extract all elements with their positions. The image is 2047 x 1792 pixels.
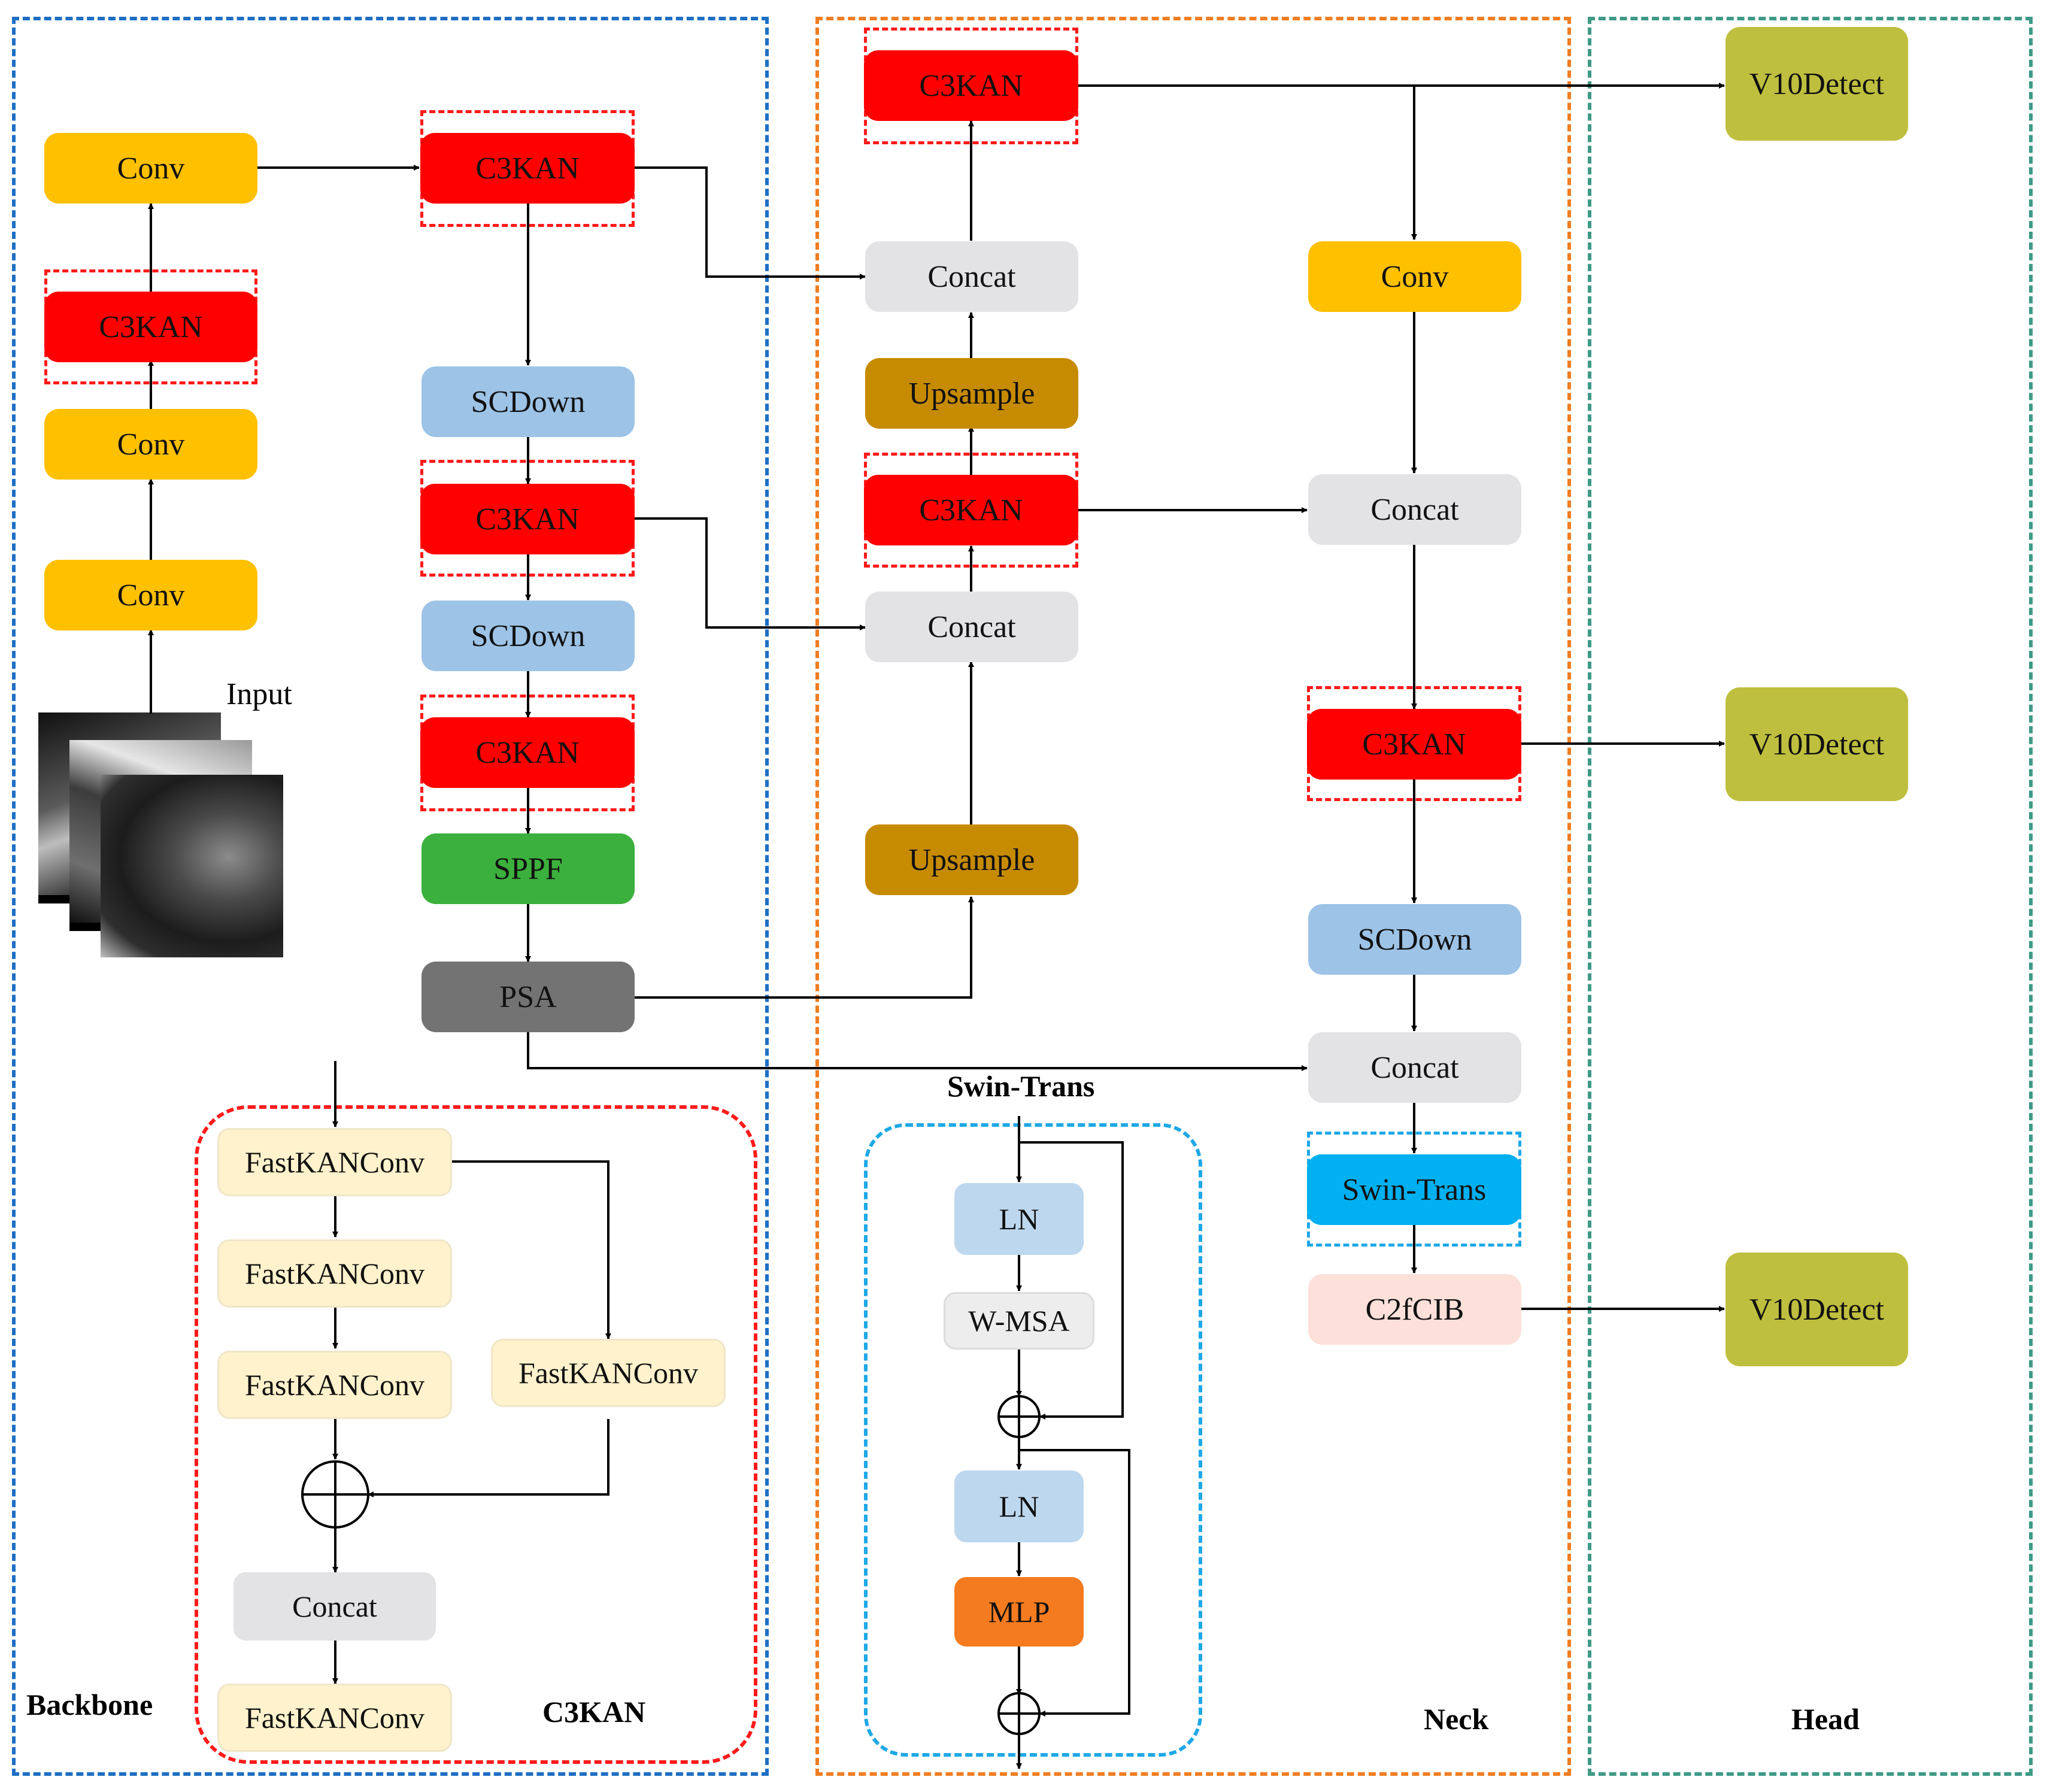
head-label: Head bbox=[1791, 1702, 1860, 1736]
backbone-psa[interactable]: PSA bbox=[421, 962, 635, 1032]
swin-ln-2[interactable]: LN bbox=[954, 1470, 1084, 1542]
neck-concat-mid[interactable]: Concat bbox=[865, 592, 1078, 662]
c3kan-fastkanconv-3[interactable]: FastKANConv bbox=[217, 1351, 452, 1419]
head-v10detect-3[interactable]: V10Detect bbox=[1725, 1253, 1908, 1366]
backbone-c3kan-1[interactable]: C3KAN bbox=[44, 292, 257, 362]
neck-upsample-top[interactable]: Upsample bbox=[865, 358, 1078, 429]
swin-mlp[interactable]: MLP bbox=[954, 1577, 1084, 1647]
input-image-stack bbox=[38, 712, 290, 959]
neck-c3kan-top[interactable]: C3KAN bbox=[864, 50, 1078, 121]
neck-region bbox=[815, 17, 1571, 1776]
backbone-label: Backbone bbox=[26, 1688, 153, 1721]
backbone-scdown-2[interactable]: SCDown bbox=[421, 601, 635, 671]
backbone-region bbox=[12, 17, 769, 1776]
backbone-c3kan-3[interactable]: C3KAN bbox=[420, 484, 635, 554]
backbone-c3kan-4[interactable]: C3KAN bbox=[420, 717, 635, 788]
neck-concat-low[interactable]: Concat bbox=[1308, 1032, 1521, 1103]
c3kan-block-label: C3KAN bbox=[542, 1695, 646, 1729]
neck-conv-right[interactable]: Conv bbox=[1308, 241, 1521, 312]
sum-node-cross bbox=[999, 1396, 1039, 1437]
neck-concat-right[interactable]: Concat bbox=[1308, 474, 1521, 545]
neck-scdown-right[interactable]: SCDown bbox=[1308, 904, 1521, 975]
neck-c3kan-mid[interactable]: C3KAN bbox=[864, 475, 1078, 545]
edge bbox=[451, 1160, 611, 1339]
sum-node-cross bbox=[302, 1462, 368, 1527]
backbone-scdown-1[interactable]: SCDown bbox=[421, 366, 635, 437]
input-label: Input bbox=[226, 677, 292, 711]
edge bbox=[635, 517, 866, 630]
swin-block-frame bbox=[864, 1123, 1202, 1757]
c3kan-concat[interactable]: Concat bbox=[233, 1572, 436, 1641]
backbone-conv-2[interactable]: Conv bbox=[44, 409, 257, 480]
neck-c3kan-right[interactable]: C3KAN bbox=[1307, 709, 1521, 780]
backbone-conv-3[interactable]: Conv bbox=[44, 133, 257, 204]
neck-swin-trans[interactable]: Swin-Trans bbox=[1307, 1154, 1521, 1225]
c3kan-fastkanconv-out[interactable]: FastKANConv bbox=[217, 1684, 452, 1752]
swin-w-msa[interactable]: W-MSA bbox=[944, 1292, 1094, 1350]
backbone-sppf[interactable]: SPPF bbox=[421, 833, 635, 904]
head-v10detect-2[interactable]: V10Detect bbox=[1725, 687, 1908, 801]
sum-node-cross bbox=[999, 1693, 1039, 1734]
edge bbox=[635, 896, 974, 999]
c3kan-block-frame bbox=[195, 1105, 757, 1764]
edge bbox=[368, 1419, 609, 1497]
backbone-conv-1[interactable]: Conv bbox=[44, 560, 257, 630]
edge bbox=[1019, 1449, 1130, 1717]
neck-label: Neck bbox=[1424, 1702, 1489, 1736]
c3kan-fastkanconv-side[interactable]: FastKANConv bbox=[491, 1339, 726, 1407]
head-region bbox=[1588, 17, 2033, 1776]
edge bbox=[1019, 1141, 1124, 1420]
head-v10detect-1[interactable]: V10Detect bbox=[1725, 27, 1908, 141]
edge bbox=[527, 1032, 1308, 1071]
neck-concat-top[interactable]: Concat bbox=[865, 241, 1078, 312]
backbone-c3kan-2[interactable]: C3KAN bbox=[420, 133, 635, 204]
swin-ln-1[interactable]: LN bbox=[954, 1183, 1084, 1255]
c3kan-fastkanconv-1[interactable]: FastKANConv bbox=[217, 1128, 452, 1196]
swin-block-label: Swin-Trans bbox=[947, 1069, 1095, 1103]
input-image bbox=[101, 775, 283, 957]
neck-c2fcib[interactable]: C2fCIB bbox=[1308, 1274, 1521, 1345]
edge bbox=[635, 166, 866, 280]
c3kan-fastkanconv-2[interactable]: FastKANConv bbox=[217, 1239, 452, 1308]
neck-upsample-bottom[interactable]: Upsample bbox=[865, 824, 1078, 895]
